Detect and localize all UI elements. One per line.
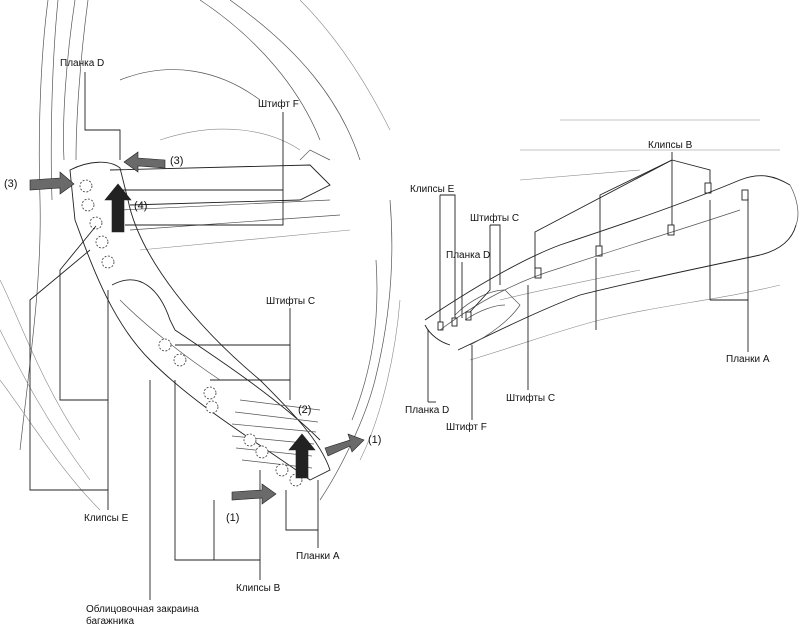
label-trim-line2: багажника [86, 616, 135, 627]
step-1-bottom: (1) [226, 512, 240, 524]
label-r-clips-e: Клипсы E [410, 184, 455, 195]
step-2: (2) [298, 404, 312, 416]
arrow-2 [288, 433, 316, 479]
label-r-strips-a: Планки A [726, 354, 770, 365]
label-strip-d: Планка D [60, 58, 105, 69]
label-r-clips-b: Клипсы B [648, 140, 693, 151]
label-pin-f: Штифт F [258, 99, 299, 110]
right-view-body [424, 119, 799, 361]
step-1-right: (1) [368, 434, 382, 446]
label-strips-a: Планки A [296, 551, 340, 562]
label-r-pins-c-bottom: Штифты C [506, 393, 556, 404]
step-3-top: (3) [170, 155, 184, 167]
label-clips-e: Клипсы E [84, 513, 129, 524]
label-pins-c: Штифты C [266, 296, 316, 307]
arrow-1-bottom [231, 483, 277, 505]
step-3-left: (3) [4, 178, 18, 190]
label-clips-b: Клипсы B [236, 583, 281, 594]
right-view-leaders [427, 152, 749, 420]
left-view-arrows [29, 151, 365, 505]
arrow-1-right [324, 433, 365, 457]
left-view-body [0, 0, 401, 511]
arrow-3-top [123, 151, 166, 173]
step-4: (4) [134, 200, 148, 212]
label-r-pins-c-top: Штифты C [470, 213, 520, 224]
label-r-strip-d-top: Планка D [446, 250, 491, 261]
arrow-3-left [29, 171, 75, 195]
label-r-strip-d-bottom: Планка D [405, 405, 450, 416]
label-r-pin-f: Штифт F [446, 422, 487, 433]
arrow-4 [104, 183, 132, 233]
left-view-leaders [29, 72, 319, 600]
label-trim-line1: Облицовочная закраина [86, 604, 199, 615]
